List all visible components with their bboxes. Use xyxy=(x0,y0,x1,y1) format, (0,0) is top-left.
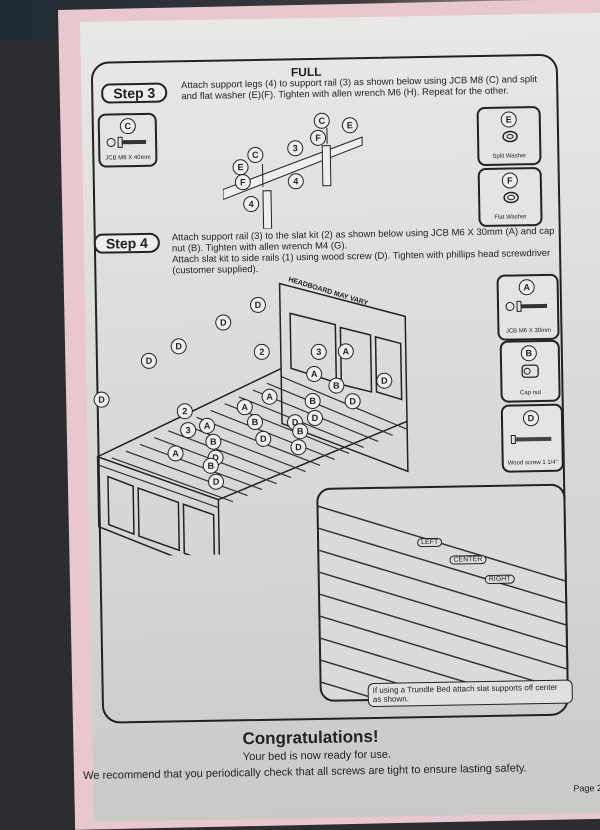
split-washer-icon xyxy=(501,130,519,142)
congratulations-heading: Congratulations! xyxy=(242,727,378,749)
instruction-sheet: FULL Step 3 Attach support legs (4) to s… xyxy=(80,13,600,822)
bolt-icon xyxy=(106,136,150,149)
trundle-inset: LEFT CENTER RIGHT xyxy=(316,484,569,702)
part-caption: JCB M8 X 40mm xyxy=(100,155,155,162)
slat xyxy=(318,583,567,678)
part-letter: C xyxy=(120,118,136,134)
part-letter: D xyxy=(523,410,539,426)
left-label: LEFT xyxy=(417,538,442,547)
trundle-slat-diagram xyxy=(318,486,567,700)
part-f-box: F Flat Washer xyxy=(478,167,543,227)
slat xyxy=(318,561,567,656)
slat xyxy=(318,539,567,634)
part-letter: A xyxy=(519,279,535,295)
cap-nut-icon xyxy=(520,364,542,378)
part-caption: JCB M6 X 30mm xyxy=(499,328,557,335)
slat xyxy=(98,463,219,510)
slat xyxy=(318,517,567,612)
part-letter: E xyxy=(501,111,517,127)
part-d-box: D Wood screw 1 1/4" xyxy=(501,404,564,473)
step-3-label: Step 3 xyxy=(101,82,167,103)
part-c-box: C JCB M8 X 40mm xyxy=(98,113,158,168)
slat xyxy=(140,442,262,491)
trundle-note: If using a Trundle Bed attach slat suppo… xyxy=(368,680,573,708)
slat xyxy=(318,495,567,590)
flat-washer-icon xyxy=(502,191,520,203)
step-4-label: Step 4 xyxy=(94,233,160,254)
wood-screw-icon xyxy=(509,434,555,445)
part-b-box: B Cap nut xyxy=(500,340,561,403)
right-label: RIGHT xyxy=(485,575,515,585)
part-caption: Split Washer xyxy=(479,153,539,160)
part-caption: Cap nut xyxy=(502,390,558,397)
recommendation-text: We recommend that you periodically check… xyxy=(83,762,527,782)
part-caption: Wood screw 1 1/4" xyxy=(504,460,562,467)
ready-text: Your bed is now ready for use. xyxy=(243,749,391,764)
bolt-icon xyxy=(505,300,551,313)
page-number: Page 2 of 2 xyxy=(573,783,600,794)
part-letter: F xyxy=(502,172,518,188)
center-label: CENTER xyxy=(449,555,486,565)
part-letter: B xyxy=(521,345,537,361)
part-e-box: E Split Washer xyxy=(477,106,542,166)
part-caption: Flat Washer xyxy=(480,214,540,221)
part-a-box: A JCB M6 X 30mm xyxy=(496,274,559,341)
